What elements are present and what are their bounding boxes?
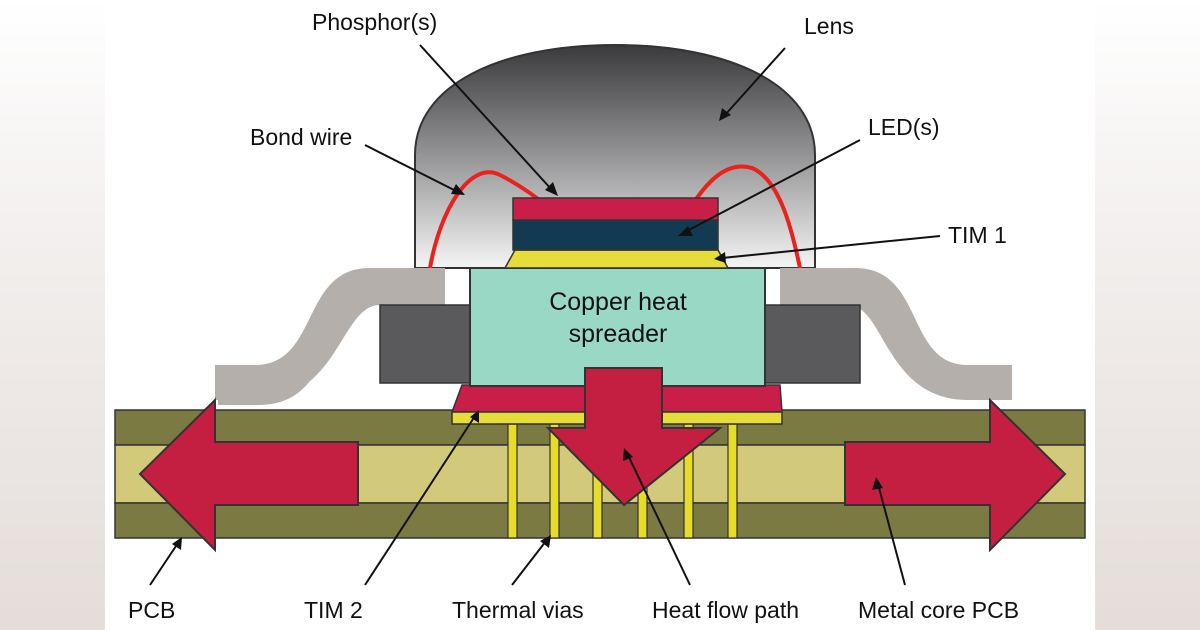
heat-flow-arrow-down bbox=[545, 367, 723, 507]
leader-heat-flow bbox=[627, 454, 691, 586]
arrowhead-metal-core bbox=[872, 477, 883, 490]
label-thermal-vias: Thermal vias bbox=[452, 597, 584, 623]
copper-heat-spreader bbox=[469, 267, 766, 387]
label-pcb: PCB bbox=[128, 597, 175, 623]
thermal-via bbox=[549, 423, 560, 539]
leader-metal-core bbox=[877, 483, 906, 586]
thermal-via bbox=[727, 423, 738, 539]
leader-lens bbox=[724, 47, 786, 116]
heat-flow-arrow-left bbox=[138, 397, 359, 553]
leader-thermal-vias bbox=[511, 540, 547, 586]
label-tim1: TIM 1 bbox=[948, 222, 1007, 248]
phosphor-layer bbox=[512, 197, 719, 221]
label-spreader: spreader bbox=[569, 320, 668, 348]
leader-lines bbox=[149, 44, 941, 586]
leader-phosphor bbox=[419, 44, 553, 191]
thermal-via bbox=[507, 423, 518, 539]
label-tim2: TIM 2 bbox=[304, 597, 363, 623]
tim1-layer bbox=[503, 249, 730, 269]
label-phosphor: Phosphor(s) bbox=[312, 9, 437, 35]
arrowhead-phosphor bbox=[545, 182, 558, 196]
lead-frame-left-fill bbox=[215, 268, 445, 400]
arrowhead-pcb bbox=[172, 537, 182, 550]
bond-wire-left bbox=[428, 170, 554, 269]
label-metal-core-pcb: Metal core PCB bbox=[858, 597, 1019, 623]
arrowhead-heat-flow bbox=[623, 448, 633, 461]
label-heat-flow-path: Heat flow path bbox=[652, 597, 799, 623]
label-lens: Lens bbox=[804, 13, 854, 39]
right-fade-panel bbox=[1095, 0, 1200, 630]
arrowhead-bond-wire bbox=[451, 184, 465, 195]
leader-pcb bbox=[149, 542, 179, 586]
leader-tim2 bbox=[364, 415, 476, 586]
bond-wire-right bbox=[688, 164, 802, 269]
label-bond-wire: Bond wire bbox=[250, 124, 352, 150]
arrowhead-tim1 bbox=[714, 252, 726, 263]
package-body-left bbox=[379, 304, 471, 384]
left-fade-panel bbox=[0, 0, 105, 630]
arrowhead-tim2 bbox=[470, 410, 479, 423]
arrowhead-lens bbox=[719, 108, 731, 121]
leader-bond-wire bbox=[364, 144, 459, 193]
heat-flow-arrow-right bbox=[844, 397, 1067, 553]
arrowhead-thermal-vias bbox=[540, 535, 551, 548]
arrowhead-led bbox=[678, 226, 693, 236]
leader-tim1 bbox=[721, 235, 941, 259]
label-copper-heat: Copper heat bbox=[549, 288, 687, 316]
package-body-right bbox=[764, 304, 861, 384]
leader-arrowheads bbox=[172, 108, 883, 550]
lead-frame-right bbox=[780, 268, 1012, 400]
label-led: LED(s) bbox=[868, 114, 940, 140]
leader-led bbox=[684, 139, 861, 233]
